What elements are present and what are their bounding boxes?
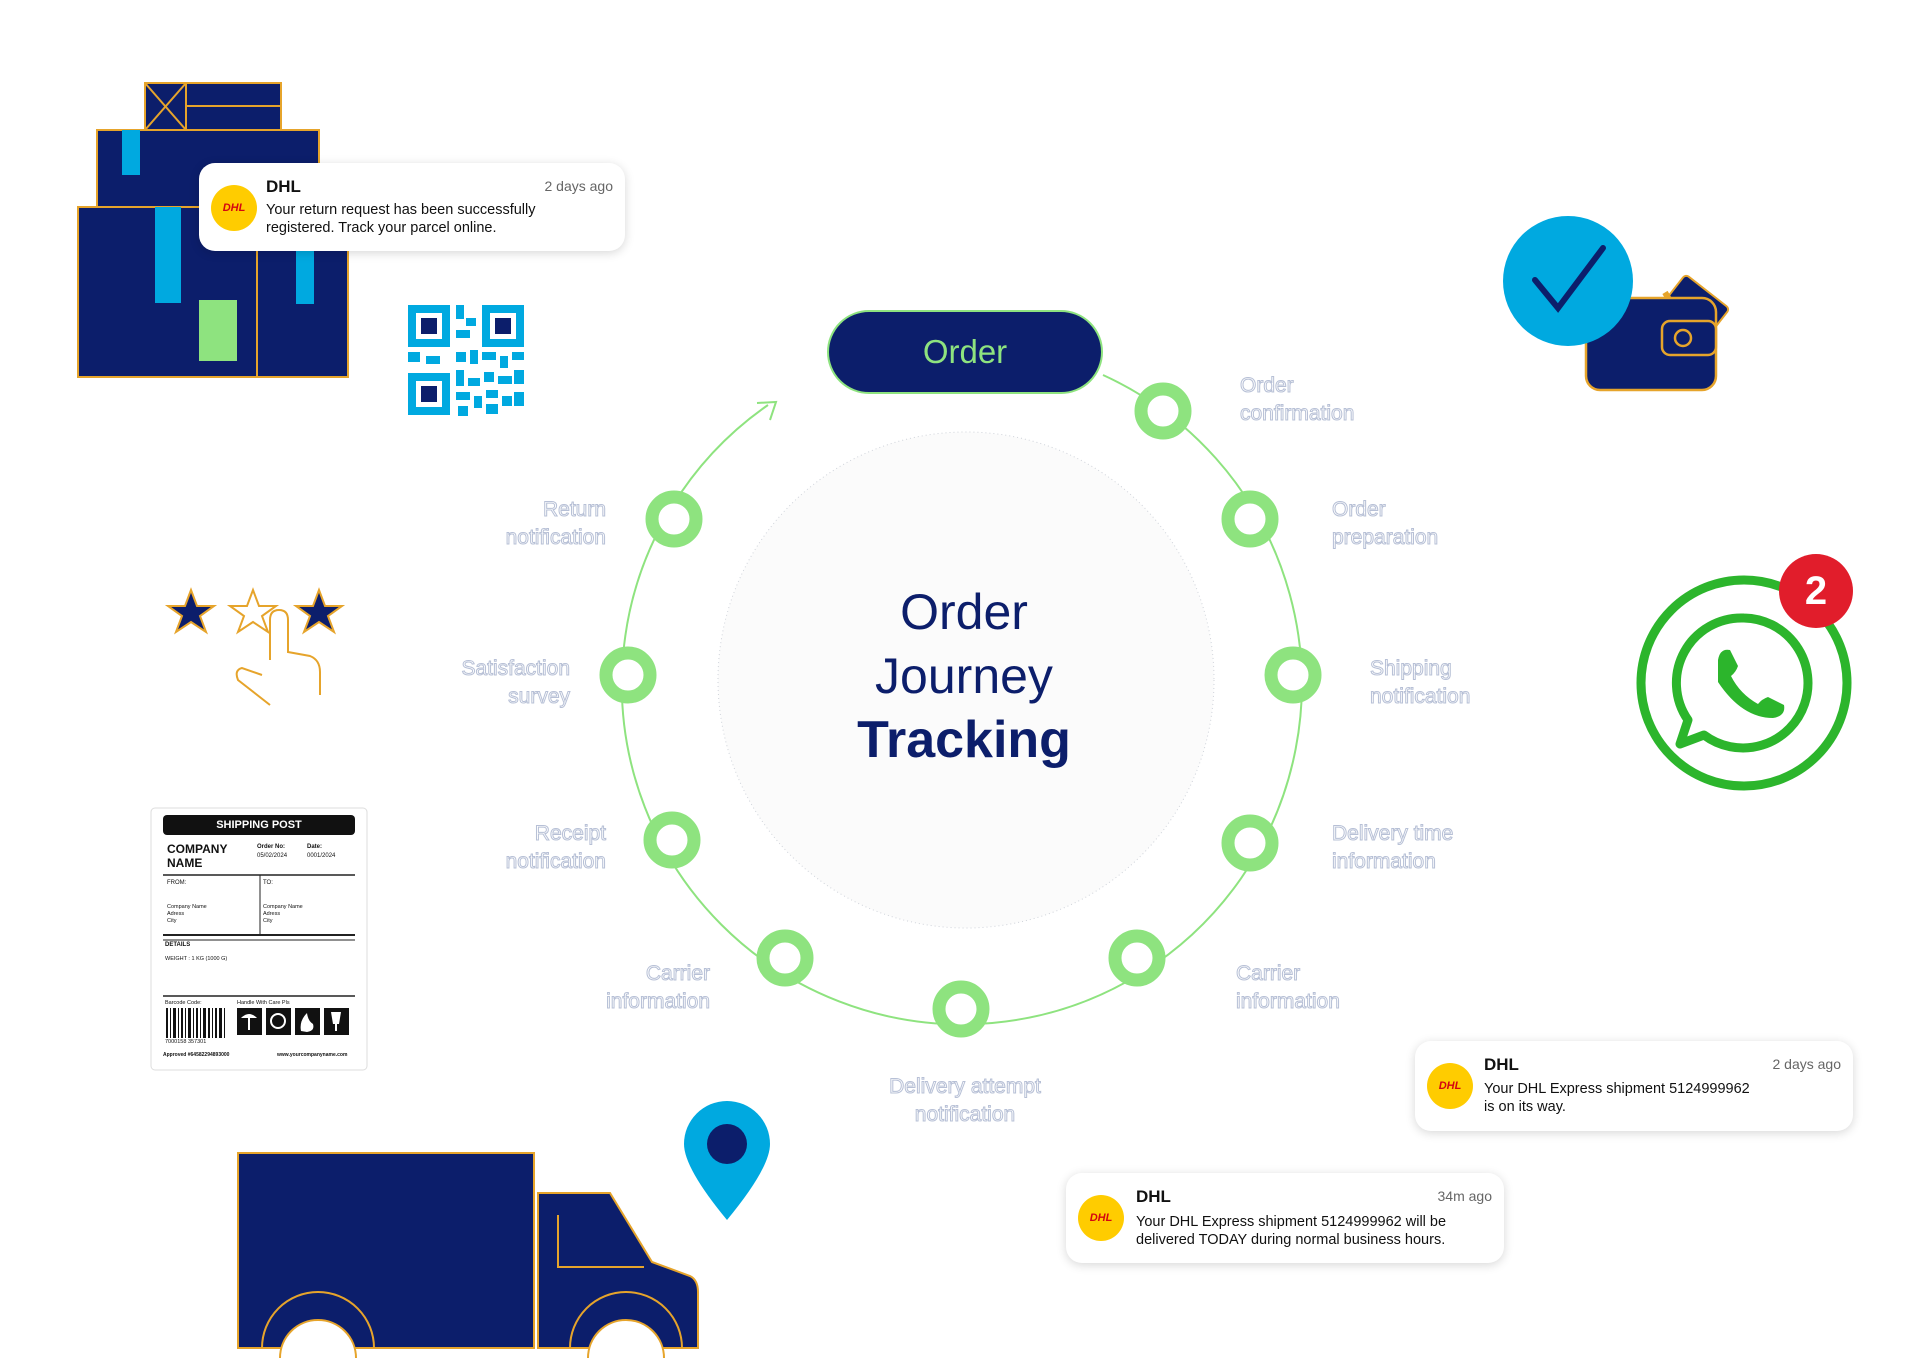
label-to-address: Company Name Adress City: [263, 904, 303, 924]
qr-code-icon: [408, 305, 524, 416]
label-card-text: SHIPPING POST COMPANY NAME Order No: 05/…: [151, 808, 367, 1070]
node-return: [645, 490, 703, 548]
notification-time: 2 days ago: [544, 178, 614, 194]
notification-message: Your return request has been successfull…: [266, 202, 536, 236]
notification-card-delivered-today: DHL DHL 34m ago Your DHL Express shipmen…: [1066, 1173, 1504, 1263]
center-title-line2: Journey: [875, 648, 1053, 704]
notification-time: 2 days ago: [1772, 1056, 1842, 1072]
label-weight: WEIGHT : 1 KG (1000 G): [165, 956, 228, 962]
label-to: TO:: [263, 880, 273, 886]
label-barcode-label: Barcode Code:: [165, 1000, 202, 1006]
label-from-address: Company Name Adress City: [167, 904, 207, 924]
notification-sender: DHL: [266, 177, 301, 196]
notification-card-return: DHL DHL 2 days ago Your return request h…: [199, 163, 625, 251]
label-barcode-number: 7000158 357301: [165, 1039, 207, 1045]
journey-nodes: [599, 382, 1322, 1038]
inner-circle: [717, 431, 1215, 929]
rating-stars-icon: [164, 587, 346, 706]
label-company: COMPANY NAME: [167, 842, 228, 870]
center-title-line3: Tracking: [857, 711, 1071, 769]
journey-ring: [620, 374, 1303, 1026]
center-title: Order Journey Tracking: [796, 580, 1132, 772]
node-receipt: [643, 811, 701, 869]
order-pill: Order: [827, 310, 1103, 394]
dhl-logo-icon: DHL: [1427, 1063, 1473, 1109]
journey-arrow-icon: [756, 400, 778, 421]
whatsapp-icon: [1636, 575, 1852, 791]
dhl-logo-icon: DHL: [211, 185, 257, 231]
barcode-icon: [166, 1008, 225, 1038]
notification-sender: DHL: [1484, 1055, 1519, 1074]
node-carrier-right: [1108, 929, 1166, 987]
center-title-line1: Order: [900, 584, 1028, 640]
label-from: FROM:: [167, 880, 187, 886]
truck-icon: [237, 1152, 699, 1358]
label-approved: Approved #64582294893000: [163, 1052, 230, 1058]
dhl-logo-icon: DHL: [1078, 1195, 1124, 1241]
whatsapp-badge: 2: [1779, 554, 1853, 628]
label-details: DETAILS: [165, 942, 191, 948]
shipping-label-card: [150, 807, 368, 1071]
notification-time: 34m ago: [1437, 1188, 1492, 1204]
label-website: www.yourcompanyname.com: [277, 1052, 348, 1058]
node-satisfaction: [599, 646, 657, 704]
notification-message: Your DHL Express shipment 5124999962 wil…: [1136, 1214, 1447, 1248]
node-order-confirmation: [1134, 382, 1192, 440]
label-order-no: Order No: 05/02/2024: [257, 844, 288, 859]
node-delivery-attempt: [932, 980, 990, 1038]
check-wallet-icon: [1503, 216, 1730, 392]
location-pin-icon: [684, 1101, 770, 1220]
node-delivery-time: [1221, 814, 1279, 872]
node-carrier-left: [756, 929, 814, 987]
notification-card-on-its-way: DHL DHL 2 days ago Your DHL Express ship…: [1415, 1041, 1853, 1131]
label-handle-label: Handle With Care Pls: [237, 1000, 290, 1006]
node-shipping-notification: [1264, 646, 1322, 704]
order-pill-label: Order: [922, 333, 1008, 370]
label-header: SHIPPING POST: [216, 819, 302, 831]
notification-sender: DHL: [1136, 1187, 1171, 1206]
notification-message: Your DHL Express shipment 5124999962 is …: [1484, 1081, 1750, 1115]
label-date: Date: 0001/2024: [307, 844, 336, 859]
node-order-preparation: [1221, 490, 1279, 548]
